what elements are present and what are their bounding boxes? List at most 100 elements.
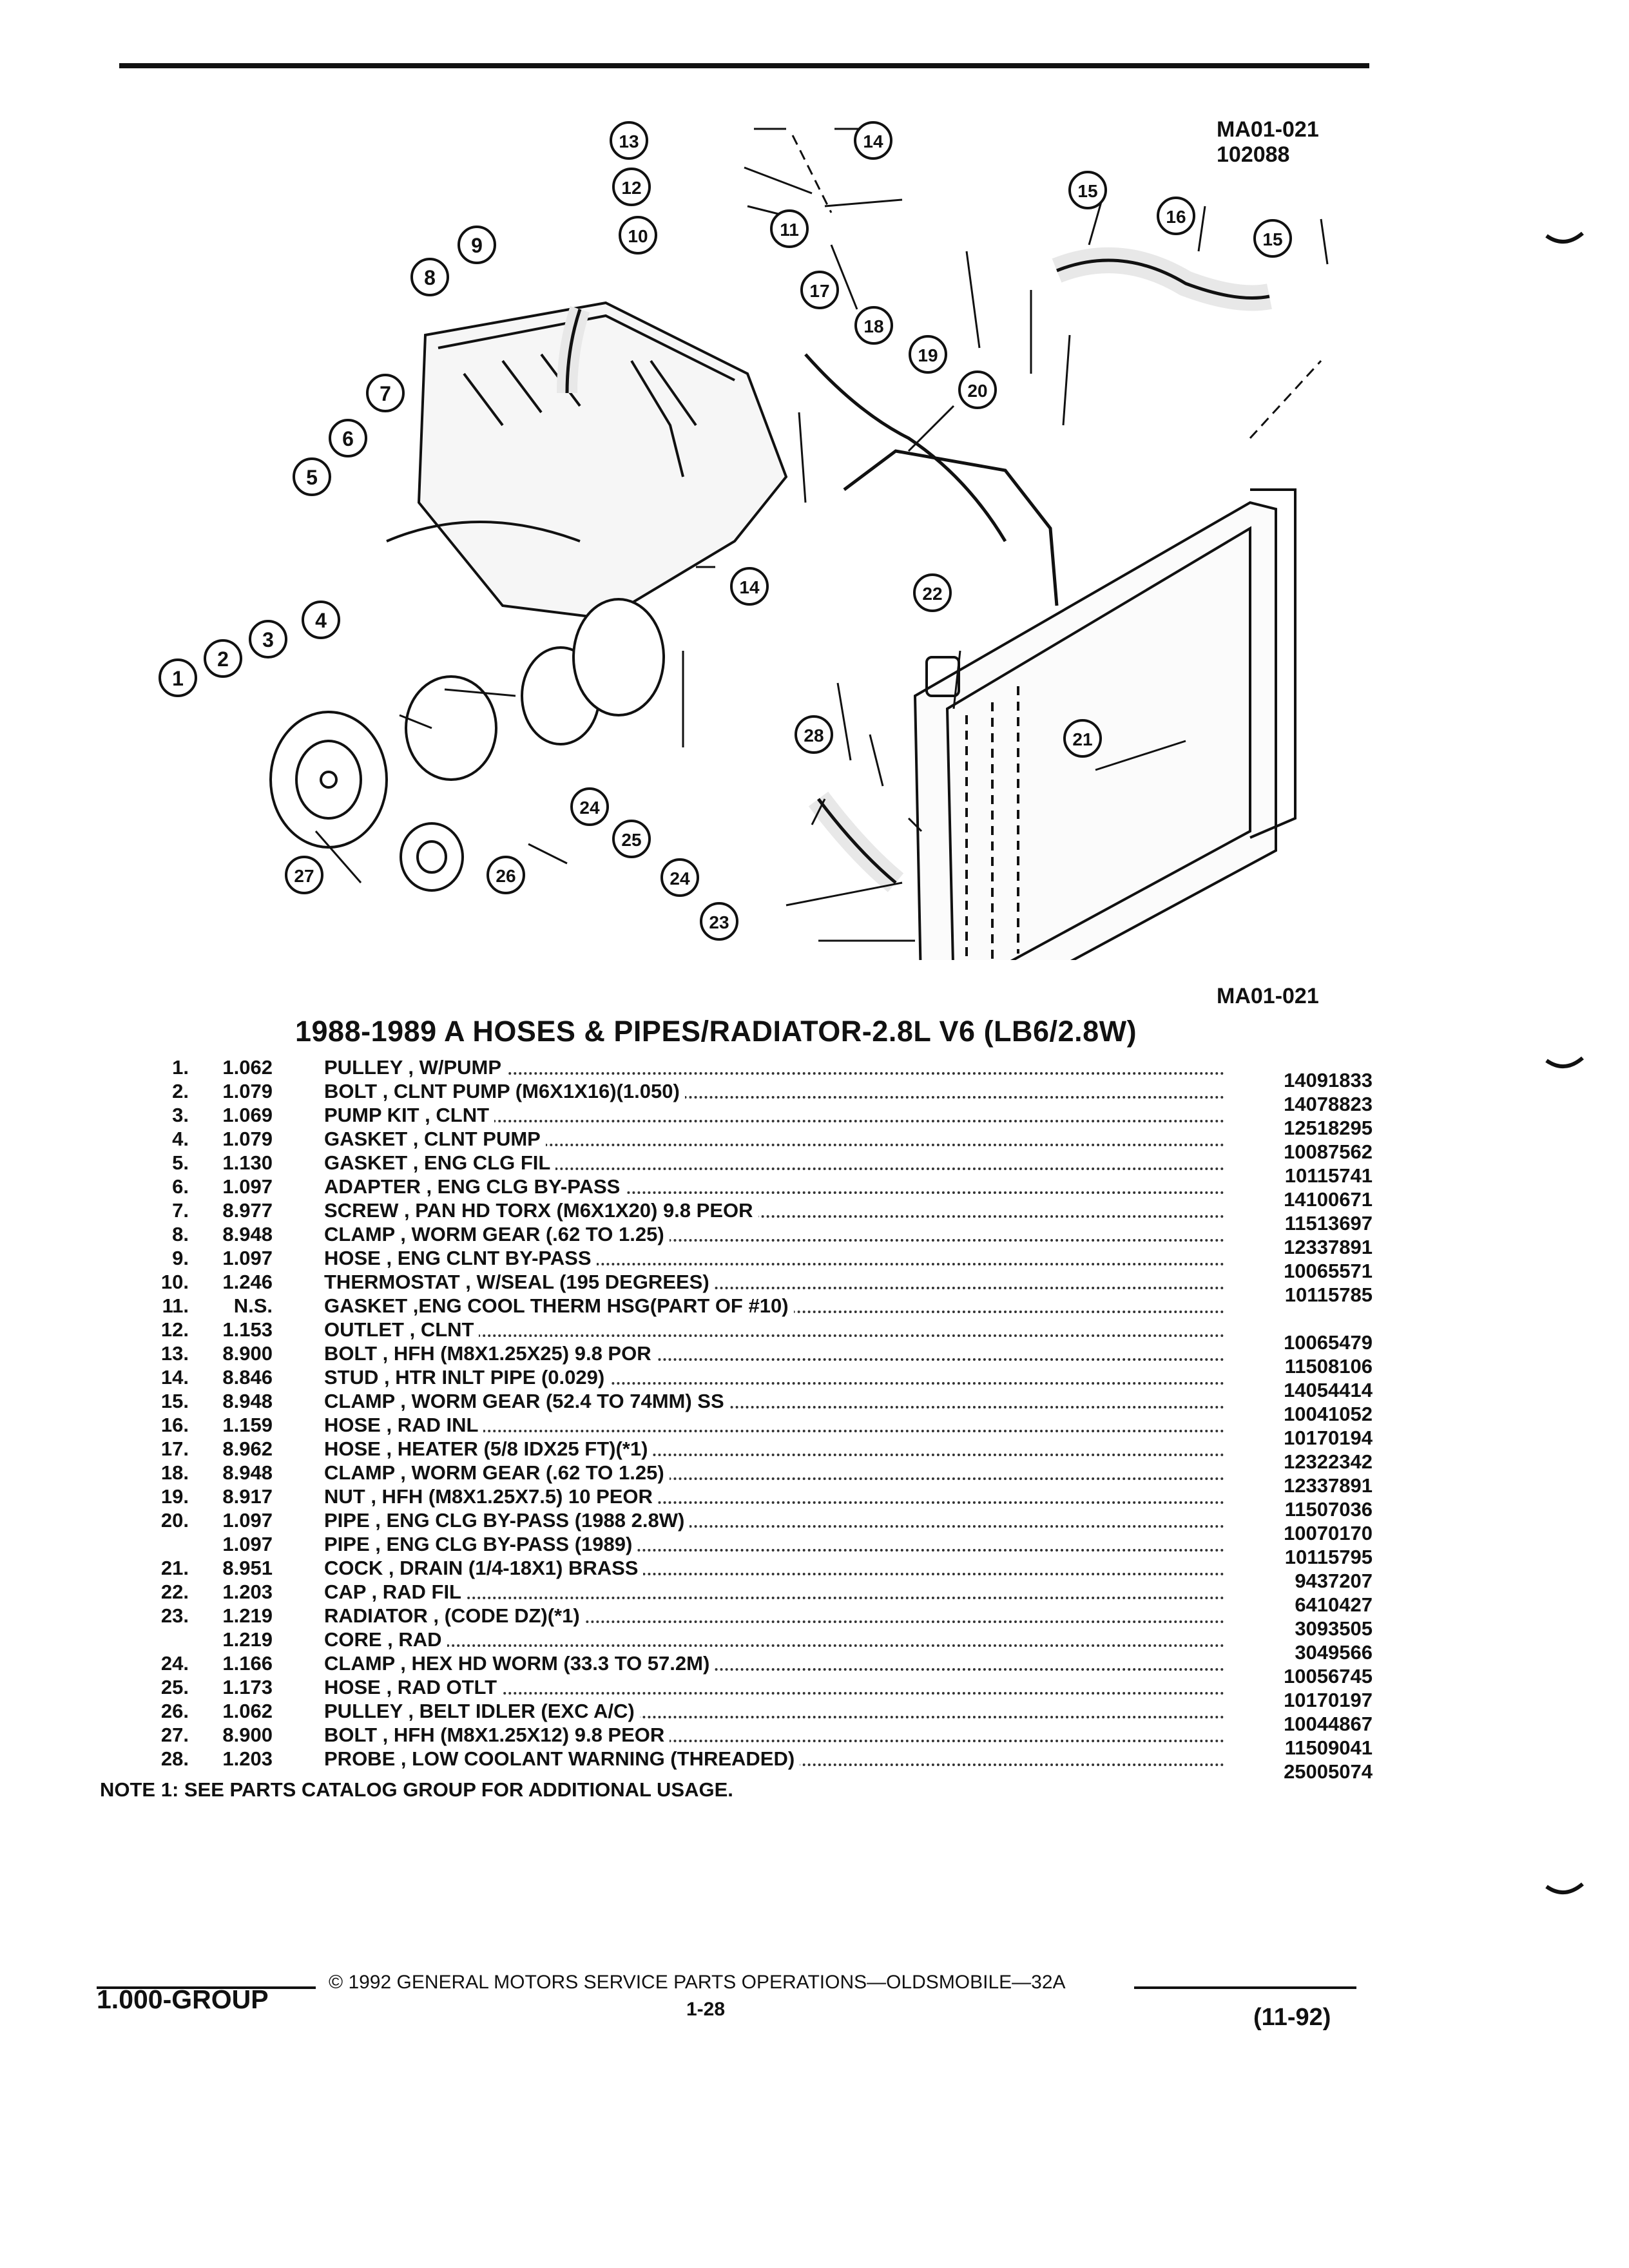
dot-leader bbox=[338, 1535, 1224, 1552]
svg-text:2: 2 bbox=[217, 648, 229, 671]
dot-leader bbox=[338, 1058, 1224, 1075]
part-number: 11513697 bbox=[1228, 1211, 1373, 1235]
group-number: 1.219 bbox=[222, 1628, 273, 1651]
item-number: 9. bbox=[172, 1247, 189, 1269]
callout-markers: 1 2 3 4 5 6 7 8 9 10 11 12 13 14 14 15 1… bbox=[159, 121, 1292, 941]
svg-text:1: 1 bbox=[172, 667, 184, 690]
part-description: HOSE , RAD OTLT bbox=[324, 1675, 503, 1699]
group-number: 8.948 bbox=[222, 1461, 273, 1484]
group-number: 1.097 bbox=[222, 1247, 273, 1269]
part-description: CLAMP , WORM GEAR (52.4 TO 74MM) SS bbox=[324, 1389, 729, 1413]
svg-text:19: 19 bbox=[918, 345, 938, 365]
group-number: 1.203 bbox=[222, 1581, 273, 1603]
part-number: 12337891 bbox=[1228, 1235, 1373, 1259]
dot-leader bbox=[338, 1225, 1224, 1242]
dot-leader bbox=[338, 1654, 1224, 1671]
part-description: OUTLET , CLNT bbox=[324, 1318, 479, 1341]
callout-14: 14 bbox=[854, 121, 892, 160]
part-description: CLAMP , WORM GEAR (.62 TO 1.25) bbox=[324, 1222, 670, 1246]
group-number: 1.069 bbox=[222, 1104, 273, 1126]
group-number: 1.130 bbox=[222, 1151, 273, 1174]
callout-28: 28 bbox=[795, 715, 833, 754]
callout-25: 25 bbox=[612, 820, 651, 858]
svg-text:28: 28 bbox=[804, 726, 824, 745]
part-number: 12337891 bbox=[1228, 1474, 1373, 1497]
group-number: 1.097 bbox=[222, 1509, 273, 1532]
group-number: 1.246 bbox=[222, 1271, 273, 1293]
item-number: 3. bbox=[172, 1104, 189, 1126]
callout-15: 15 bbox=[1253, 219, 1292, 258]
part-number: 10115785 bbox=[1228, 1283, 1373, 1307]
group-number: 8.917 bbox=[222, 1485, 273, 1508]
part-number: 12322342 bbox=[1228, 1450, 1373, 1474]
part-description: PIPE , ENG CLG BY-PASS (1989) bbox=[324, 1532, 638, 1556]
group-number: 1.159 bbox=[222, 1414, 273, 1436]
group-number: 8.951 bbox=[222, 1557, 273, 1579]
svg-text:20: 20 bbox=[967, 381, 987, 401]
part-number: 12518295 bbox=[1228, 1116, 1373, 1140]
part-number: 11507036 bbox=[1228, 1497, 1373, 1521]
callout-7: 7 bbox=[366, 374, 405, 412]
svg-text:8: 8 bbox=[424, 266, 436, 289]
date-code: 102088 bbox=[1217, 142, 1290, 167]
callout-24: 24 bbox=[570, 787, 609, 826]
dot-leader bbox=[338, 1463, 1224, 1480]
part-number: 11508106 bbox=[1228, 1354, 1373, 1378]
part-description: PULLEY , W/PUMP bbox=[324, 1055, 507, 1079]
item-number: 11. bbox=[162, 1294, 189, 1317]
item-number: 10. bbox=[160, 1271, 189, 1293]
item-number: 25. bbox=[160, 1676, 189, 1698]
part-number: 3049566 bbox=[1228, 1640, 1373, 1664]
part-description: NUT , HFH (M8X1.25X7.5) 10 PEOR bbox=[324, 1485, 658, 1508]
dot-leader bbox=[338, 1153, 1224, 1170]
part-number: 14078823 bbox=[1228, 1092, 1373, 1116]
item-number: 19. bbox=[160, 1485, 189, 1508]
group-number: 8.948 bbox=[222, 1223, 273, 1245]
callout-26: 26 bbox=[487, 856, 525, 894]
part-description: BOLT , HFH (M8X1.25X25) 9.8 POR bbox=[324, 1341, 657, 1365]
callout-4: 4 bbox=[302, 601, 340, 639]
group-number: 1.203 bbox=[222, 1747, 273, 1770]
svg-text:22: 22 bbox=[922, 584, 942, 604]
group-number: 8.900 bbox=[222, 1724, 273, 1746]
group-number: 8.962 bbox=[222, 1437, 273, 1460]
item-number: 27. bbox=[160, 1724, 189, 1746]
svg-text:27: 27 bbox=[294, 866, 314, 886]
part-description: PULLEY , BELT IDLER (EXC A/C) bbox=[324, 1699, 640, 1723]
callout-9: 9 bbox=[458, 226, 496, 264]
dot-leader bbox=[338, 1606, 1224, 1623]
svg-text:17: 17 bbox=[809, 281, 829, 301]
dot-leader bbox=[338, 1392, 1224, 1408]
group-number: 1.166 bbox=[222, 1652, 273, 1675]
part-number: 3093505 bbox=[1228, 1617, 1373, 1640]
svg-text:7: 7 bbox=[380, 382, 391, 405]
dot-leader bbox=[338, 1249, 1224, 1265]
part-number: 10170194 bbox=[1228, 1426, 1373, 1450]
group-number: 8.977 bbox=[222, 1199, 273, 1222]
part-description: CAP , RAD FIL bbox=[324, 1580, 467, 1604]
item-number: 17. bbox=[160, 1437, 189, 1460]
svg-text:6: 6 bbox=[342, 427, 354, 450]
part-number: 14054414 bbox=[1228, 1378, 1373, 1402]
figure-label: MA01-021 bbox=[1217, 984, 1319, 1008]
dot-leader bbox=[338, 1678, 1224, 1695]
item-number: 18. bbox=[160, 1461, 189, 1484]
dot-leader bbox=[338, 1559, 1224, 1575]
callout-11: 11 bbox=[770, 209, 809, 248]
dot-leader bbox=[338, 1344, 1224, 1361]
callout-24: 24 bbox=[660, 858, 699, 897]
group-number: 1.079 bbox=[222, 1080, 273, 1102]
callout-3: 3 bbox=[249, 620, 287, 658]
